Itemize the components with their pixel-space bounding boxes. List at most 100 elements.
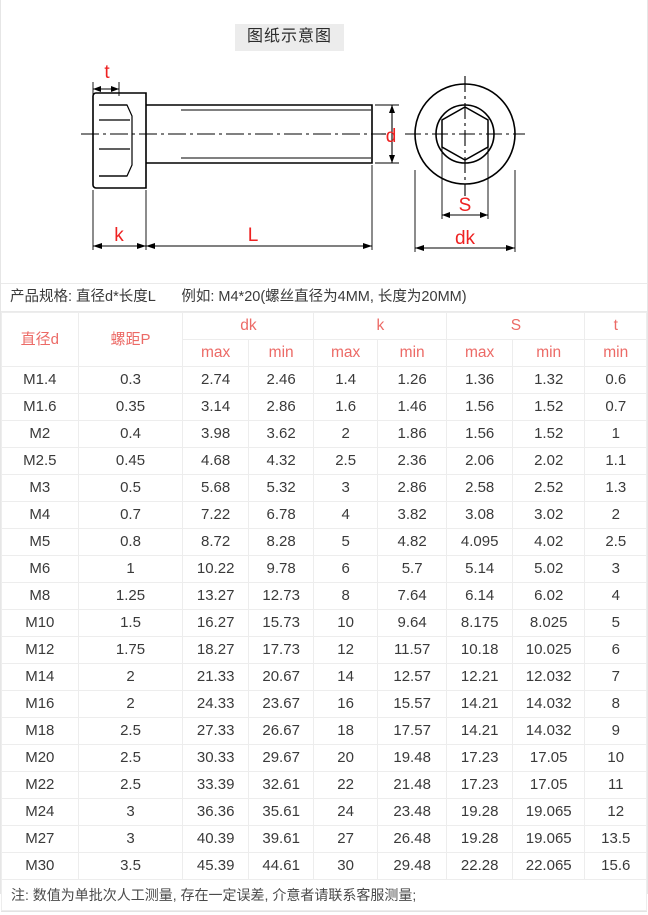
dimension-arrowheads xyxy=(93,86,515,251)
cell-value: 0.7 xyxy=(77,501,184,529)
cell-value: 14.032 xyxy=(511,717,586,745)
cell-value: 20.67 xyxy=(247,663,315,691)
cell-value: 2.06 xyxy=(446,447,513,475)
cell-value: 1.6 xyxy=(313,393,378,421)
cell-value: 2.36 xyxy=(376,447,448,475)
cell-value: 15.57 xyxy=(376,690,448,718)
cell-value: 24 xyxy=(313,798,378,826)
cell-value: 1.56 xyxy=(446,393,513,421)
cell-value: 39.61 xyxy=(247,825,315,853)
cell-value: 5.68 xyxy=(182,474,249,502)
cell-value: 15.6 xyxy=(584,852,647,880)
cell-value: 2.5 xyxy=(313,447,378,475)
cell-value: 13.27 xyxy=(182,582,249,610)
cell-value: 11.57 xyxy=(376,636,448,664)
cell-value: 22 xyxy=(313,771,378,799)
cell-size: M4 xyxy=(1,501,79,529)
cell-size: M6 xyxy=(1,555,79,583)
cell-size: M22 xyxy=(1,771,79,799)
cell-value: 19.48 xyxy=(376,744,448,772)
cell-value: 1.32 xyxy=(511,366,586,394)
cell-value: 2.5 xyxy=(77,744,184,772)
subheader-s-min: min xyxy=(511,339,586,367)
cell-value: 6.78 xyxy=(247,501,315,529)
cell-value: 0.7 xyxy=(584,393,647,421)
cell-value: 29.67 xyxy=(247,744,315,772)
cell-value: 6.02 xyxy=(511,582,586,610)
cell-value: 1.5 xyxy=(77,609,184,637)
cell-value: 0.4 xyxy=(77,420,184,448)
header-s: S xyxy=(446,312,586,340)
cell-value: 1.25 xyxy=(77,582,184,610)
cell-value: 10.22 xyxy=(182,555,249,583)
subheader-t-min: min xyxy=(584,339,647,367)
cell-value: 1.52 xyxy=(511,393,586,421)
cell-value: 2 xyxy=(313,420,378,448)
cell-value: 12.73 xyxy=(247,582,315,610)
cell-value: 5 xyxy=(313,528,378,556)
cell-value: 36.36 xyxy=(182,798,249,826)
bottom-divider xyxy=(1,911,647,915)
cell-value: 26.48 xyxy=(376,825,448,853)
cell-value: 7.64 xyxy=(376,582,448,610)
cell-size: M12 xyxy=(1,636,79,664)
cell-value: 3.5 xyxy=(77,852,184,880)
table-sub-header-row: max min max min max min min xyxy=(2,339,647,367)
cell-value: 19.065 xyxy=(511,825,586,853)
cell-value: 5 xyxy=(584,609,647,637)
cell-value: 12 xyxy=(584,798,647,826)
cell-value: 8.025 xyxy=(511,609,586,637)
cell-size: M14 xyxy=(1,663,79,691)
cell-value: 35.61 xyxy=(247,798,315,826)
cell-value: 2.58 xyxy=(446,474,513,502)
cell-size: M1.4 xyxy=(1,366,79,394)
cell-value: 4.095 xyxy=(446,528,513,556)
cell-value: 3.98 xyxy=(182,420,249,448)
cell-value: 14.21 xyxy=(446,717,513,745)
cell-value: 8 xyxy=(584,690,647,718)
cell-value: 19.065 xyxy=(511,798,586,826)
cell-value: 26.67 xyxy=(247,717,315,745)
cell-value: 2.74 xyxy=(182,366,249,394)
cell-value: 12.21 xyxy=(446,663,513,691)
cell-value: 3.62 xyxy=(247,420,315,448)
drawing-diagram: 图纸示意图 xyxy=(1,0,647,283)
cell-value: 0.5 xyxy=(77,474,184,502)
cell-value: 1.36 xyxy=(446,366,513,394)
cell-value: 27 xyxy=(313,825,378,853)
cell-value: 1.56 xyxy=(446,420,513,448)
spec-prefix: 产品规格: 直径d*长度L xyxy=(10,289,156,305)
cell-value: 2.86 xyxy=(376,474,448,502)
label-d: d xyxy=(386,126,397,147)
cell-size: M16 xyxy=(1,690,79,718)
cell-value: 30.33 xyxy=(182,744,249,772)
header-pitch: 螺距P xyxy=(77,312,184,367)
cell-value: 14.032 xyxy=(511,690,586,718)
cell-value: 12 xyxy=(313,636,378,664)
cell-value: 2.5 xyxy=(77,771,184,799)
cell-value: 4.68 xyxy=(182,447,249,475)
cell-value: 0.8 xyxy=(77,528,184,556)
cell-value: 8.28 xyxy=(247,528,315,556)
table-group-header-row: 直径d 螺距P dk k S t xyxy=(1,312,647,367)
cell-value: 19.28 xyxy=(446,825,513,853)
cell-size: M1.6 xyxy=(1,393,79,421)
cell-value: 0.35 xyxy=(77,393,184,421)
cell-value: 4 xyxy=(584,582,647,610)
measurement-note: 注: 数值为单批次人工测量, 存在一定误差, 介意者请联系客服测量; xyxy=(1,880,647,911)
spec-example: 例如: M4*20(螺丝直径为4MM, 长度为20MM) xyxy=(181,289,467,305)
cell-value: 19.28 xyxy=(446,798,513,826)
product-spec-line: 产品规格: 直径d*长度L 例如: M4*20(螺丝直径为4MM, 长度为20M… xyxy=(1,283,647,312)
cell-value: 3.08 xyxy=(446,501,513,529)
cell-value: 1 xyxy=(584,420,647,448)
